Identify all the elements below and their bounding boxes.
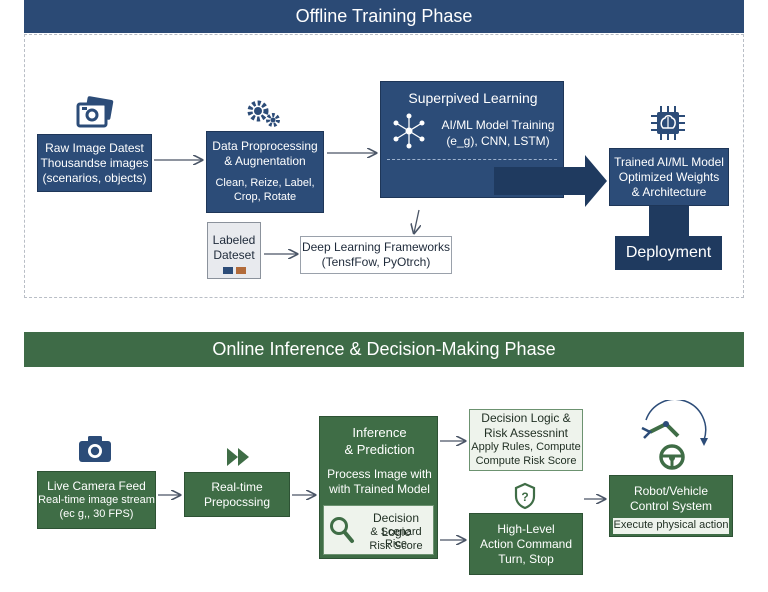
offline-panel	[24, 34, 744, 298]
online-phase-title: Online Inference & Decision-Making Phase	[212, 339, 556, 359]
labeled-dataset-box: Labeled Dateset	[207, 222, 261, 279]
labeled-line2: Dateset	[213, 248, 255, 262]
robot-arm-icon	[632, 400, 714, 468]
action-line3: Turn, Stop	[498, 551, 554, 566]
data-preprocessing-box: Data Proprocessing & Augnentation Clean,…	[206, 131, 324, 213]
decision-line1: Apply Rules, Compute	[471, 441, 581, 454]
fast-forward-icon	[226, 447, 250, 467]
camera-line1: Real-time image stream	[38, 493, 155, 506]
decision-line2: Compute Risk Score	[475, 455, 577, 467]
action-line1: High-Level	[497, 521, 555, 536]
robot-line1: Robot/Vehicle	[633, 484, 709, 498]
labeled-line1: Labeled	[212, 233, 256, 247]
decision-logic-box: Decision Logic & Risk Assessnint Apply R…	[469, 409, 583, 471]
shield-icon: ?	[513, 482, 537, 510]
supervised-learning-box: Superpived Learning AI/ML Model Training…	[380, 81, 564, 198]
supervised-title: Superpived Learning	[408, 90, 538, 106]
inference-line1: Process Image with	[327, 467, 432, 481]
supervised-line1: AI/ML Model Training	[441, 118, 555, 132]
data-proc-detail2: Crop, Rotate	[233, 191, 297, 203]
robot-exec-strip: Execute physical action	[613, 518, 729, 534]
data-proc-title2: & Augnentation	[224, 154, 306, 169]
robot-line2: Control System	[629, 499, 713, 513]
online-phase-banner: Online Inference & Decision-Making Phase	[24, 332, 744, 367]
camera-title: Live Camera Feed	[47, 478, 146, 493]
raw-line3: (scenarios, objects)	[42, 170, 147, 185]
inference-sub1: Decision Logic	[372, 511, 420, 539]
frameworks-line1: Deep Learning Frameworks	[301, 240, 451, 254]
inference-title1: Inference	[352, 425, 407, 440]
decision-title2: Risk Assessnint	[483, 426, 569, 441]
dataset-thumbnails-icon	[222, 267, 246, 274]
network-icon	[389, 111, 429, 151]
camera-line2: (ec g,, 30 FPS)	[59, 507, 134, 520]
trained-line2: Optimized Weights	[618, 169, 720, 184]
inference-sub-panel: Decision Logic & Scenard Rice Risk Score	[323, 505, 434, 555]
inference-line2: with Trained Model	[329, 482, 430, 496]
supervised-divider	[387, 159, 557, 160]
offline-phase-title: Offline Training Phase	[295, 6, 473, 26]
images-icon	[74, 96, 116, 130]
magnifier-icon	[329, 516, 355, 544]
frameworks-line2: (TensfFow, PyOtrch)	[321, 255, 431, 269]
dl-frameworks-box: Deep Learning Frameworks (TensfFow, PyOt…	[300, 236, 452, 274]
svg-text:?: ?	[521, 490, 528, 504]
chip-brain-icon	[649, 104, 687, 142]
action-line2: Action Command	[479, 536, 573, 551]
trained-line3: & Architecture	[631, 184, 707, 199]
deployment-box: Deployment	[615, 236, 722, 270]
raw-line1: Raw Image Datest	[45, 140, 144, 155]
robot-exec-label: Execute physical action	[613, 519, 729, 532]
raw-image-dataset-box: Raw Image Datest Thousandse images (scen…	[37, 134, 152, 192]
inference-sub3: Risk Score	[369, 540, 423, 552]
inference-sub2: & Scenard Rice	[370, 526, 422, 550]
deployment-label: Deployment	[625, 244, 712, 261]
inference-prediction-box: Inference & Prediction Process Image wit…	[319, 416, 438, 559]
realtime-preprocessing-box: Real-time Prepocssing	[184, 472, 290, 517]
robot-control-box: Robot/Vehicle Control System Execute phy…	[609, 475, 733, 537]
preproc-line1: Real-time	[211, 479, 263, 494]
decision-title1: Decision Logic &	[481, 411, 571, 426]
action-command-box: High-Level Action Command Turn, Stop	[469, 513, 583, 575]
raw-line2: Thousandse images	[40, 155, 149, 170]
supervised-line2: (e_g), CNN, LSTM)	[446, 134, 550, 148]
trained-line1: Trained AI/ML Model	[614, 154, 724, 169]
gears-icon	[246, 99, 282, 129]
trained-model-box: Trained AI/ML Model Optimized Weights & …	[609, 148, 729, 206]
data-proc-title1: Data Proprocessing	[212, 139, 318, 154]
data-proc-detail1: Clean, Reize, Label,	[215, 177, 315, 190]
steering-wheel-icon	[658, 443, 686, 471]
camera-icon	[77, 434, 113, 464]
inference-title2: & Prediction	[344, 442, 415, 457]
preproc-line2: Prepocssing	[203, 494, 271, 509]
offline-phase-banner: Offline Training Phase	[24, 0, 744, 33]
deployment-connector	[649, 206, 689, 237]
live-camera-feed-box: Live Camera Feed Real-time image stream …	[37, 471, 156, 529]
